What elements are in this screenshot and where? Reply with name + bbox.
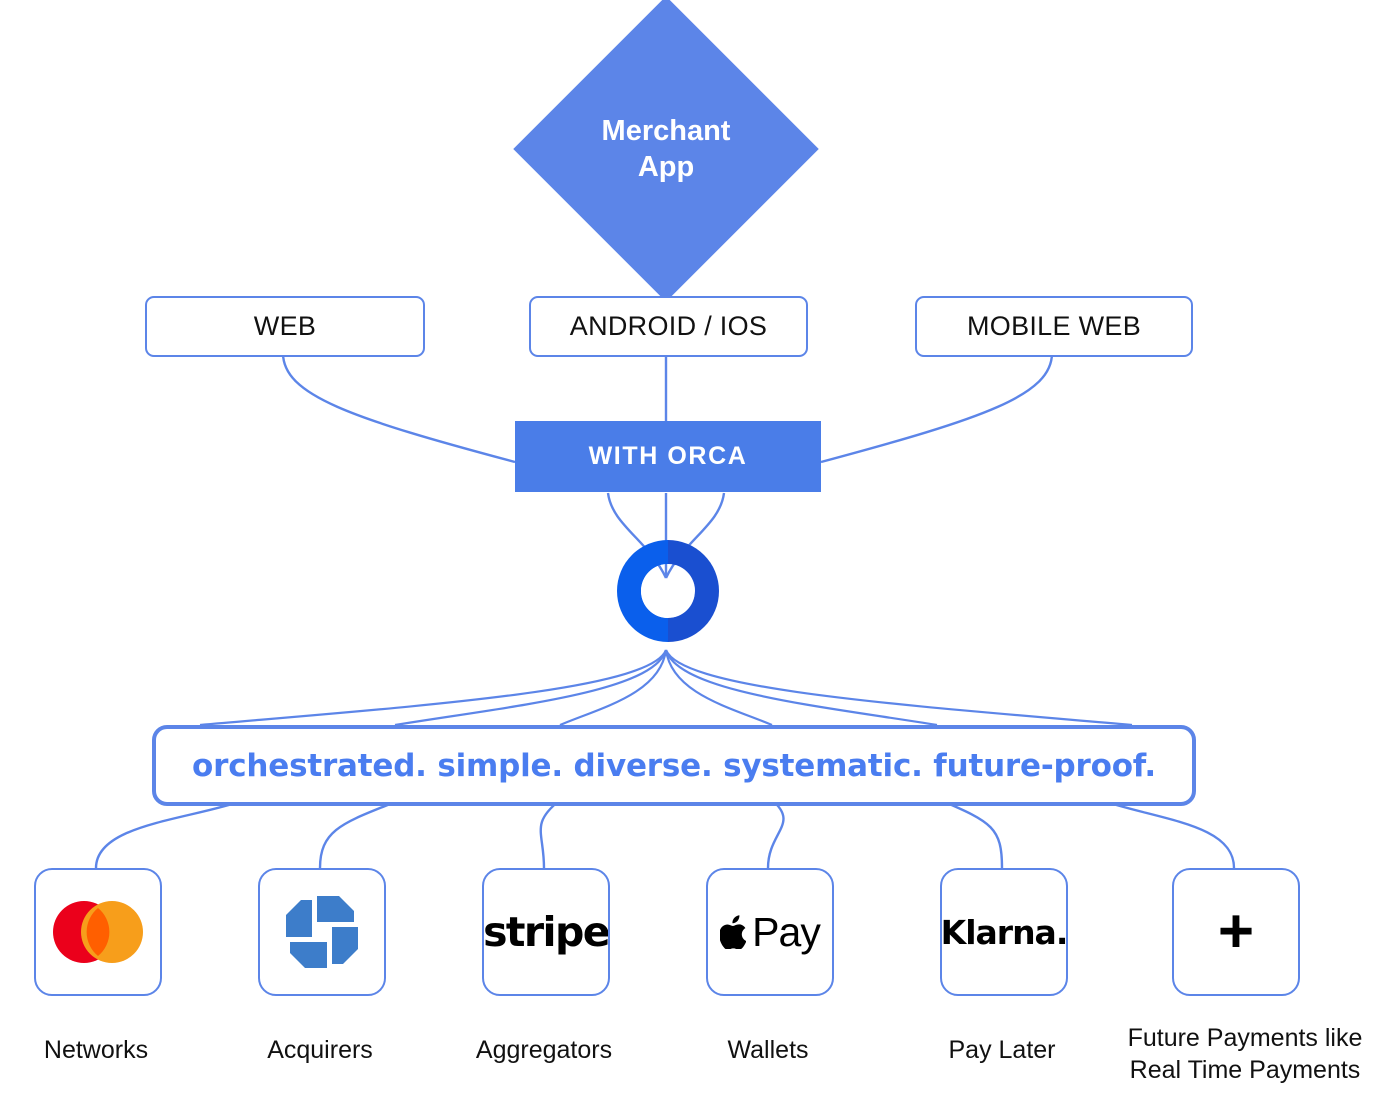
tile-pay-later[interactable]: Klarna.: [940, 868, 1068, 996]
stripe-logo-text: stripe: [483, 908, 609, 956]
apple-pay-logo: Pay: [720, 908, 821, 956]
tagline-text: orchestrated. simple. diverse. systemati…: [192, 747, 1156, 784]
tile-wallets[interactable]: Pay: [706, 868, 834, 996]
tagline-pill: orchestrated. simple. diverse. systemati…: [152, 725, 1196, 806]
tile-acquirers[interactable]: [258, 868, 386, 996]
klarna-logo-text: Klarna.: [940, 912, 1068, 952]
edge-logo-fan-6: [664, 649, 1133, 727]
label-wallets: Wallets: [727, 1036, 809, 1064]
label-future-line1: Future Payments like: [1127, 1024, 1363, 1052]
label-acquirers: Acquirers: [267, 1036, 373, 1064]
label-aggregators: Aggregators: [475, 1036, 613, 1064]
edge-logo-fan-3: [559, 649, 668, 727]
merchant-app-label: Merchant App: [558, 41, 774, 257]
edge-tagline-to-future: [1099, 798, 1236, 869]
merchant-app-line2: App: [637, 151, 695, 183]
orca-logo-right-half: [668, 540, 719, 642]
edge-tagline-to-wallets: [766, 799, 785, 869]
edge-tagline-to-networks: [94, 798, 246, 869]
channel-box-android-ios[interactable]: ANDROID / IOS: [529, 296, 808, 357]
edge-logo-fan-2: [394, 649, 668, 727]
channel-box-mobile-web[interactable]: MOBILE WEB: [915, 296, 1193, 357]
tile-aggregators[interactable]: stripe: [482, 868, 610, 996]
apple-pay-text: Pay: [752, 908, 821, 955]
mastercard-logo: [53, 901, 143, 963]
plus-icon: +: [1217, 897, 1255, 967]
label-pay-later: Pay Later: [948, 1036, 1056, 1064]
with-orca-bar[interactable]: WITH ORCA: [515, 421, 821, 492]
edge-tagline-to-acquirers: [318, 798, 401, 869]
channel-box-web[interactable]: WEB: [145, 296, 425, 357]
tile-future-payments[interactable]: +: [1172, 868, 1300, 996]
tile-networks[interactable]: [34, 868, 162, 996]
label-future-line2: Real Time Payments: [1129, 1056, 1361, 1084]
edge-tagline-to-aggregators: [539, 799, 561, 869]
channel-label-android-ios: ANDROID / IOS: [569, 311, 768, 341]
merchant-app-line1: Merchant: [601, 114, 731, 147]
with-orca-label: WITH ORCA: [588, 442, 748, 470]
label-networks: Networks: [43, 1036, 149, 1064]
chase-logo: [286, 896, 358, 968]
edge-web-to-orca: [281, 352, 516, 464]
orca-logo: [617, 535, 719, 647]
channel-label-mobile-web: MOBILE WEB: [966, 311, 1142, 341]
edge-tagline-to-paylater: [939, 798, 1004, 869]
apple-icon: [720, 915, 747, 949]
channel-label-web: WEB: [253, 311, 317, 341]
edge-logo-fan-4: [664, 649, 773, 727]
edge-mweb-to-orca: [820, 352, 1054, 464]
edge-logo-fan-1: [199, 649, 668, 727]
edge-logo-fan-5: [664, 649, 938, 727]
label-future-payments: Future Payments like Real Time Payments: [1112, 1022, 1378, 1086]
orca-logo-left-half: [617, 540, 668, 642]
